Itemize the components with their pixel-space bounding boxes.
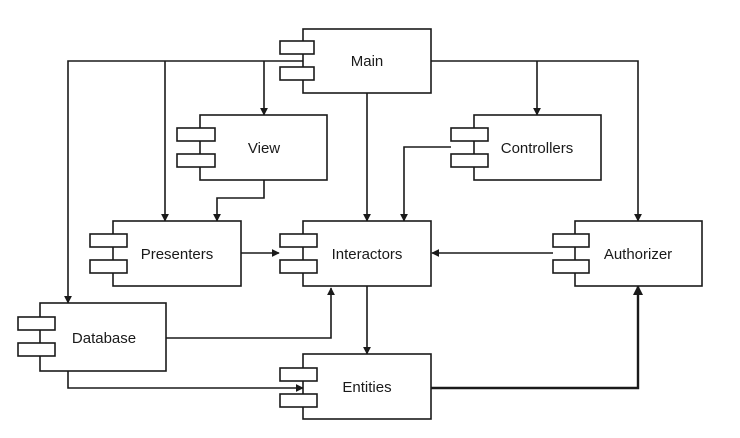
authorizer-label: Authorizer bbox=[604, 246, 672, 263]
main-box bbox=[302, 28, 432, 94]
authorizer-tab-bottom bbox=[552, 259, 590, 274]
connections bbox=[64, 60, 643, 392]
component-view[interactable]: View bbox=[176, 114, 328, 181]
view-label: View bbox=[248, 140, 280, 157]
authorizer-box bbox=[574, 220, 703, 287]
controllers-tab-top bbox=[450, 127, 489, 142]
view-box bbox=[199, 114, 328, 181]
main-label: Main bbox=[351, 53, 384, 70]
entities-tab-top bbox=[279, 367, 318, 382]
controllers-to-interactors-arrow bbox=[400, 146, 451, 222]
component-interactors[interactable]: Interactors bbox=[279, 220, 432, 287]
component-presenters[interactable]: Presenters bbox=[89, 220, 242, 287]
main-tab-bottom bbox=[279, 66, 315, 81]
presenters-label: Presenters bbox=[141, 246, 214, 263]
interactors-box bbox=[302, 220, 432, 287]
main-trunk-left bbox=[64, 60, 303, 304]
presenters-box bbox=[112, 220, 242, 287]
interactors-tab-bottom bbox=[279, 259, 318, 274]
controllers-tab-bottom bbox=[450, 153, 489, 168]
entities-box bbox=[302, 353, 432, 420]
interactors-tab-top bbox=[279, 233, 318, 248]
database-tab-top bbox=[17, 316, 56, 331]
view-to-presenters-arrow bbox=[213, 180, 265, 222]
component-main[interactable]: Main bbox=[279, 28, 432, 94]
presenters-tab-top bbox=[89, 233, 128, 248]
interactors-label: Interactors bbox=[332, 246, 403, 263]
view-tab-top bbox=[176, 127, 216, 142]
controllers-box bbox=[473, 114, 602, 181]
presenters-tab-bottom bbox=[89, 259, 128, 274]
database-to-interactors-arrow bbox=[166, 287, 335, 339]
database-tab-bottom bbox=[17, 342, 56, 357]
component-database[interactable]: Database bbox=[17, 302, 167, 372]
authorizer-tab-top bbox=[552, 233, 590, 248]
controllers-label: Controllers bbox=[501, 140, 574, 157]
main-tab-top bbox=[279, 40, 315, 55]
entities-to-authorizer-arrow bbox=[431, 285, 643, 390]
entities-label: Entities bbox=[342, 379, 391, 396]
component-authorizer[interactable]: Authorizer bbox=[552, 220, 703, 287]
component-entities[interactable]: Entities bbox=[279, 353, 432, 420]
component-controllers[interactable]: Controllers bbox=[450, 114, 602, 181]
view-tab-bottom bbox=[176, 153, 216, 168]
database-box bbox=[39, 302, 167, 372]
database-to-entities-arrow bbox=[67, 371, 304, 392]
database-label: Database bbox=[72, 330, 136, 347]
main-to-authorizer-arrow bbox=[431, 60, 642, 222]
entities-tab-bottom bbox=[279, 393, 318, 408]
